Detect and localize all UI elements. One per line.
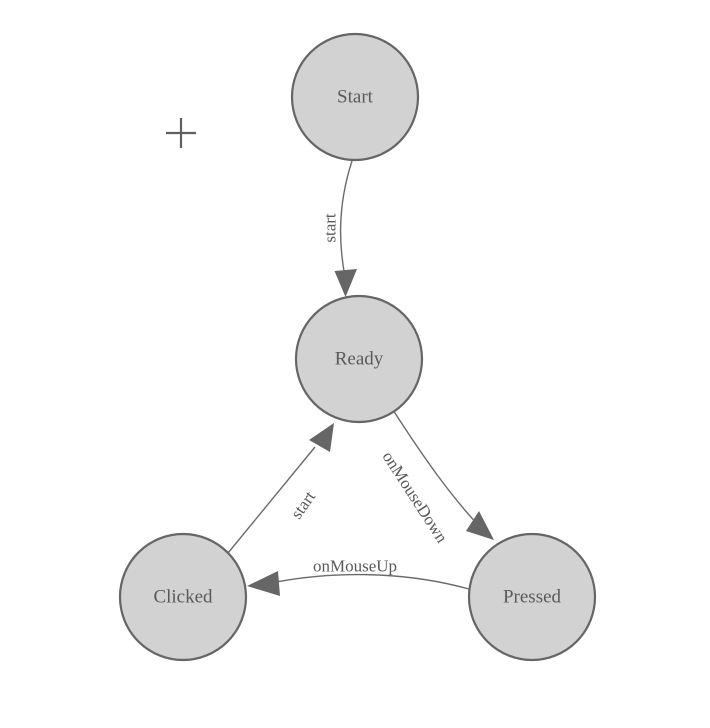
edge-ready-to-pressed-path xyxy=(392,409,481,528)
node-clicked-label: Clicked xyxy=(153,587,213,608)
node-start-circle xyxy=(290,32,420,162)
crosshair-icon xyxy=(166,118,196,148)
node-clicked[interactable]: Clicked xyxy=(118,532,248,662)
node-clicked-circle xyxy=(118,532,248,662)
edge-clicked-to-ready-path xyxy=(227,446,316,554)
node-ready-label: Ready xyxy=(335,349,384,370)
node-start-label: Start xyxy=(337,87,374,108)
node-pressed-label: Pressed xyxy=(503,587,562,608)
edge-start-to-ready-label: start xyxy=(321,213,340,243)
edge-start-to-ready-arrowhead xyxy=(334,269,357,297)
node-ready-circle xyxy=(294,294,424,424)
edge-ready-to-pressed[interactable]: onMouseDown xyxy=(378,409,494,547)
node-pressed[interactable]: Pressed xyxy=(467,532,597,662)
edge-ready-to-pressed-label: onMouseDown xyxy=(378,448,451,547)
edge-pressed-to-clicked-path xyxy=(275,573,470,590)
edge-pressed-to-clicked-arrowhead xyxy=(247,571,280,596)
edge-pressed-to-clicked-label: onMouseUp xyxy=(313,557,397,576)
edge-start-to-ready[interactable]: start xyxy=(321,160,358,297)
edge-start-to-ready-path xyxy=(339,160,353,278)
edge-clicked-to-ready[interactable]: start xyxy=(227,423,334,554)
node-pressed-circle xyxy=(467,532,597,662)
edge-pressed-to-clicked[interactable]: onMouseUp xyxy=(247,557,470,597)
node-ready[interactable]: Ready xyxy=(294,294,424,424)
edge-clicked-to-ready-label: start xyxy=(287,487,320,522)
edge-clicked-to-ready-arrowhead xyxy=(309,423,334,452)
node-start[interactable]: Start xyxy=(290,32,420,162)
edge-ready-to-pressed-arrowhead xyxy=(466,511,494,540)
